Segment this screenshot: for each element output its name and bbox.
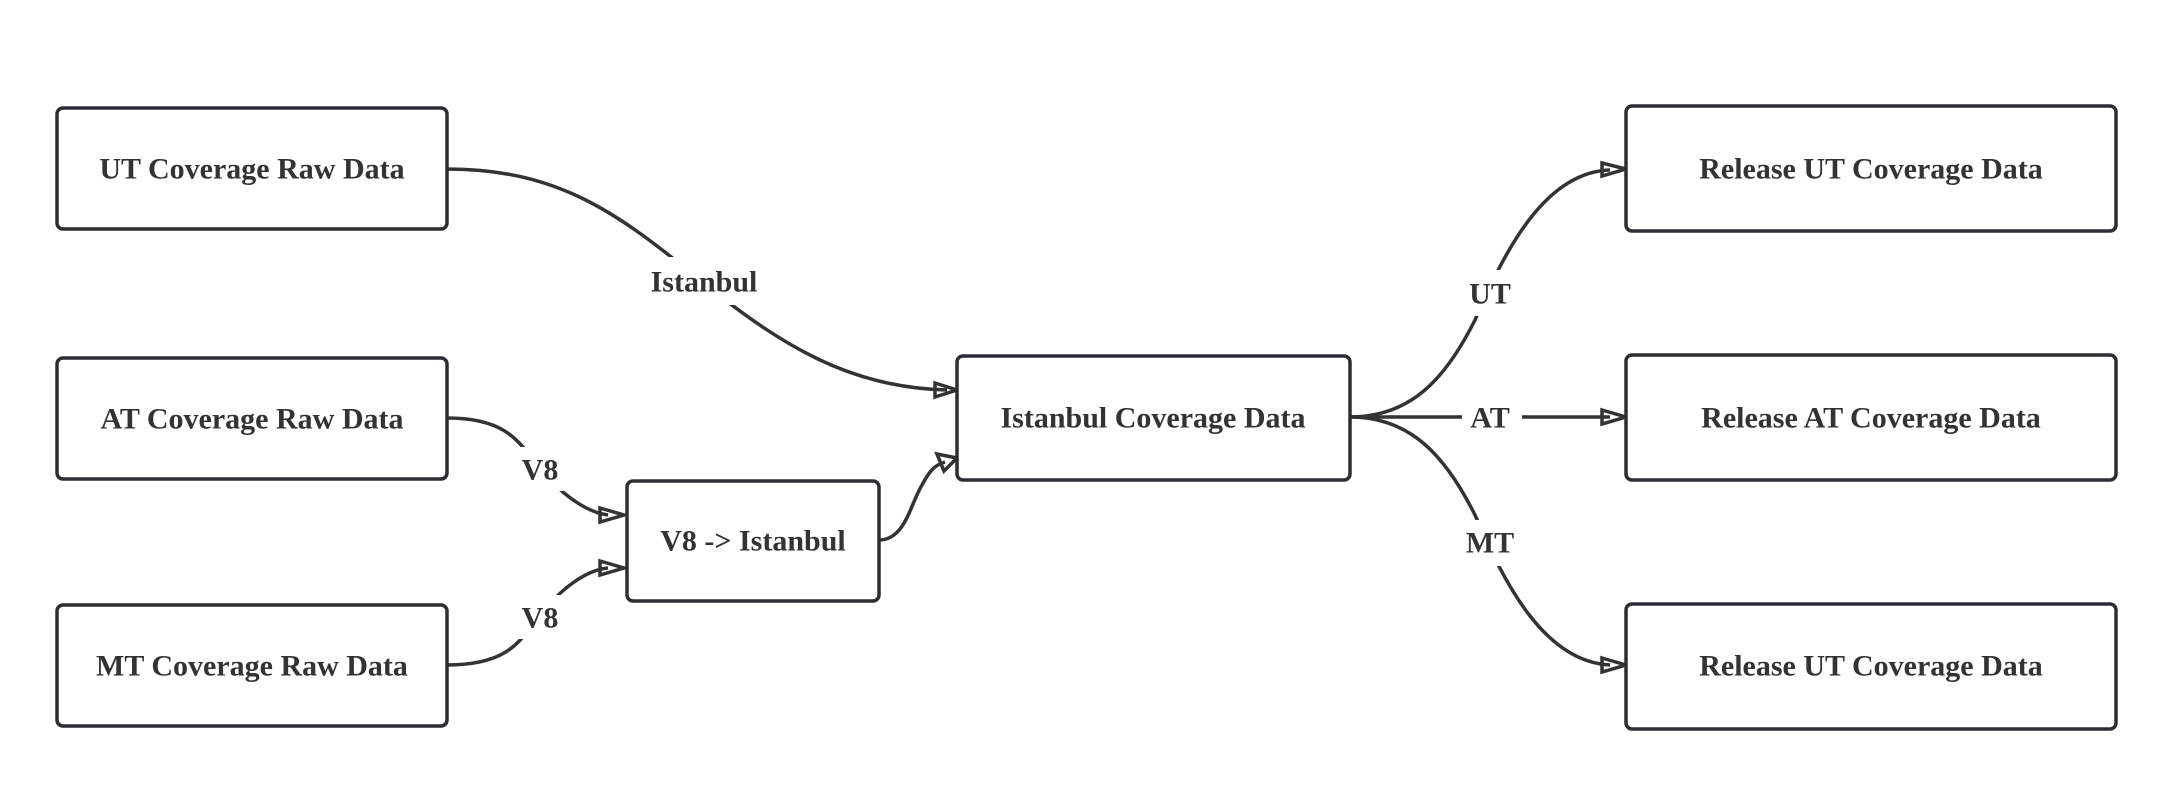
- edge-label-mt: MT: [1458, 520, 1522, 566]
- node-istanbul-coverage-data[interactable]: Istanbul Coverage Data: [955, 354, 1352, 482]
- node-release-ut-coverage-data-bottom-label: Release UT Coverage Data: [1699, 650, 2043, 683]
- edge-istanbul-to-release-ut-arrow: [1600, 160, 1633, 179]
- node-at-coverage-raw-data-label: AT Coverage Raw Data: [100, 403, 403, 436]
- edge-istanbul-to-release-ut: [1349, 160, 1633, 419]
- edge-label-at-text: AT: [1470, 402, 1509, 435]
- edge-label-at-v8-text: V8: [522, 454, 559, 487]
- node-istanbul-coverage-data-label: Istanbul Coverage Data: [1001, 402, 1306, 435]
- node-mt-coverage-raw-data-label: MT Coverage Raw Data: [96, 650, 408, 683]
- edge-label-ut-text: UT: [1469, 278, 1511, 311]
- node-at-coverage-raw-data[interactable]: AT Coverage Raw Data: [55, 356, 449, 481]
- node-ut-coverage-raw-data[interactable]: UT Coverage Raw Data: [55, 106, 449, 231]
- node-mt-coverage-raw-data[interactable]: MT Coverage Raw Data: [55, 603, 449, 728]
- edge-istanbul-to-release-ut-path: [1349, 168, 1611, 419]
- edge-label-at: AT: [1462, 395, 1522, 441]
- edge-label-at-v8: V8: [515, 447, 565, 491]
- edge-istanbul-to-release-mt-path: [1349, 415, 1611, 667]
- node-release-ut-coverage-data-bottom[interactable]: Release UT Coverage Data: [1624, 602, 2118, 731]
- node-v8-to-istanbul-label: V8 -> Istanbul: [660, 525, 845, 558]
- edge-istanbul-to-release-mt: [1349, 415, 1633, 675]
- edge-istanbul-to-release-at-arrow: [1600, 407, 1633, 427]
- node-release-at-coverage-data[interactable]: Release AT Coverage Data: [1624, 353, 2118, 482]
- edge-v8-to-istanbul: [878, 451, 961, 542]
- edge-v8-to-istanbul-path: [878, 460, 946, 542]
- edge-ut-raw-to-istanbul-arrow: [933, 380, 963, 400]
- node-ut-coverage-raw-data-label: UT Coverage Raw Data: [99, 153, 404, 186]
- edge-label-mt-v8-text: V8: [522, 602, 559, 635]
- edge-mt-raw-to-v8-arrow: [598, 558, 631, 578]
- edge-label-istanbul: Istanbul: [640, 257, 768, 305]
- node-release-ut-coverage-data-top-label: Release UT Coverage Data: [1699, 153, 2043, 186]
- node-release-ut-coverage-data-top[interactable]: Release UT Coverage Data: [1624, 104, 2118, 233]
- node-release-at-coverage-data-label: Release AT Coverage Data: [1701, 402, 2041, 435]
- edge-label-mt-v8: V8: [515, 595, 565, 639]
- node-v8-to-istanbul[interactable]: V8 -> Istanbul: [625, 479, 881, 603]
- edge-label-mt-text: MT: [1466, 527, 1514, 560]
- edge-istanbul-to-release-mt-arrow: [1600, 655, 1633, 675]
- edge-v8-to-istanbul-arrow: [934, 451, 961, 475]
- edge-label-ut: UT: [1462, 270, 1522, 316]
- edge-at-raw-to-v8-arrow: [598, 505, 631, 525]
- edge-label-istanbul-text: Istanbul: [651, 266, 758, 299]
